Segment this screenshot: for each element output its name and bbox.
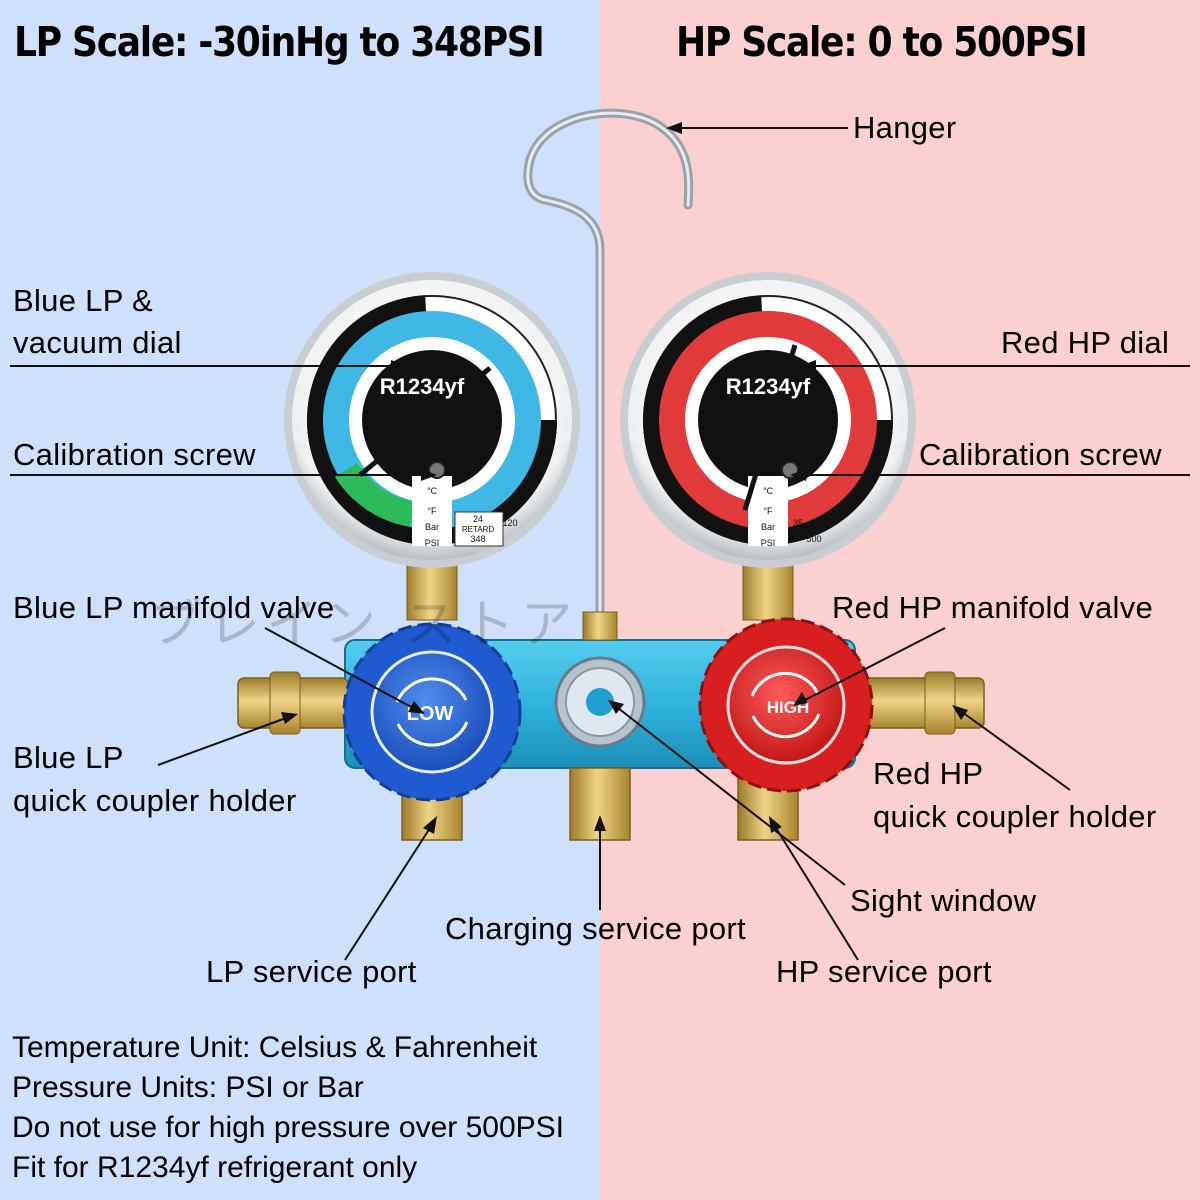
lp-scale-heading: LP Scale: -30inHg to 348PSI bbox=[14, 18, 545, 66]
lp-valve-callout-line bbox=[264, 627, 414, 709]
hp-brand-text: R1234yf bbox=[726, 374, 811, 399]
lp-unit-f: °F bbox=[427, 506, 437, 516]
hp-psi-35: 35 bbox=[793, 518, 803, 528]
hp-valve-callout-line bbox=[804, 627, 946, 701]
lp-brand-text: R1234yf bbox=[380, 374, 465, 399]
blue-lp-dial-label-line2: vacuum dial bbox=[13, 325, 182, 360]
lp-unit-c: °C bbox=[427, 486, 438, 496]
hp-quick-coupler bbox=[851, 671, 985, 735]
calibration-screw-right-label: Calibration screw bbox=[919, 437, 1162, 472]
red-hp-manifold-valve-label: Red HP manifold valve bbox=[832, 590, 1154, 625]
charging-service-port-label: Charging service port bbox=[445, 911, 746, 946]
lp-coupler-callout-line bbox=[157, 717, 287, 766]
hp-unit-f: °F bbox=[763, 506, 773, 516]
lp-retard-1: 24 bbox=[473, 514, 483, 524]
blue-lp-dial-label-line1: Blue LP & bbox=[13, 283, 154, 318]
lp-unit-bar: Bar bbox=[425, 522, 439, 532]
blue-lp-manifold-valve-label: Blue LP manifold valve bbox=[13, 590, 335, 625]
note-pressure-units: Pressure Units: PSI or Bar bbox=[12, 1071, 364, 1104]
left-background-panel bbox=[0, 0, 600, 1200]
hp-port-callout-line bbox=[775, 827, 859, 961]
hp-manifold-knob bbox=[698, 617, 874, 793]
note-max-pressure: Do not use for high pressure over 500PSI bbox=[12, 1111, 564, 1144]
hp-psi-500: 500 bbox=[806, 534, 821, 544]
lp-quick-coupler bbox=[237, 671, 349, 735]
lp-gauge bbox=[284, 272, 580, 568]
red-hp-coupler-label-line1: Red HP bbox=[873, 756, 984, 791]
right-background-panel bbox=[600, 0, 1200, 1200]
specification-notes: Temperature Unit: Celsius & Fahrenheit P… bbox=[12, 1028, 564, 1188]
lp-unit-psi: PSI bbox=[425, 538, 440, 548]
calibration-screw-left-label: Calibration screw bbox=[13, 437, 256, 472]
blue-lp-coupler-label-line2: quick coupler holder bbox=[13, 783, 297, 818]
lp-retard-3: 348 bbox=[470, 534, 485, 544]
lp-port-callout-line bbox=[344, 827, 431, 961]
red-hp-dial-label: Red HP dial bbox=[1001, 325, 1170, 360]
hp-gauge bbox=[620, 272, 916, 568]
blue-lp-coupler-label-line1: Blue LP bbox=[13, 740, 124, 775]
watermark-text: ブレイン ストア bbox=[150, 595, 579, 655]
hp-service-port-label: HP service port bbox=[776, 954, 992, 989]
sight-window-label: Sight window bbox=[850, 883, 1037, 918]
lp-retard-2: RETARD bbox=[462, 525, 495, 534]
hp-scale-heading: HP Scale: 0 to 500PSI bbox=[676, 18, 1088, 66]
lp-service-port-label: LP service port bbox=[206, 954, 417, 989]
hp-unit-bar: Bar bbox=[761, 522, 775, 532]
note-temperature-unit: Temperature Unit: Celsius & Fahrenheit bbox=[12, 1031, 538, 1064]
note-refrigerant: Fit for R1234yf refrigerant only bbox=[12, 1151, 418, 1184]
hp-unit-psi: PSI bbox=[761, 538, 776, 548]
hp-unit-c: °C bbox=[763, 486, 774, 496]
lp-manifold-knob bbox=[342, 622, 522, 802]
hp-coupler-callout-line bbox=[961, 711, 1071, 791]
sight-window-callout-line bbox=[617, 707, 846, 886]
lp-psi-120: 120 bbox=[502, 518, 517, 528]
red-hp-coupler-label-line2: quick coupler holder bbox=[873, 799, 1157, 834]
hanger-label: Hanger bbox=[853, 110, 957, 145]
